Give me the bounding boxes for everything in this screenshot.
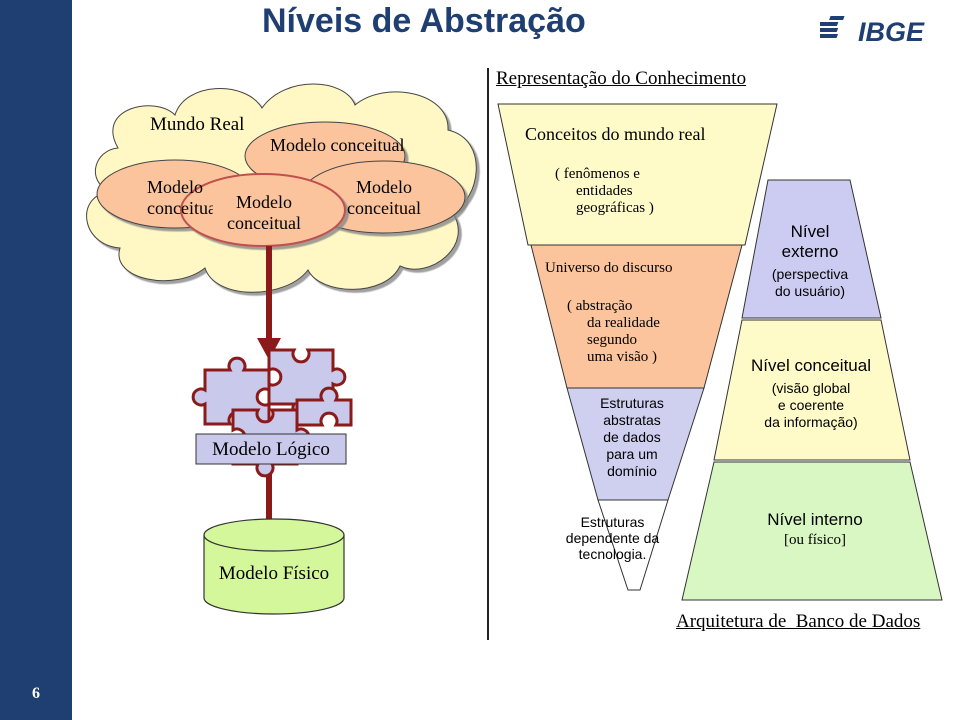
architecture-footer: Arquitetura de Banco de Dados — [676, 611, 921, 632]
concept-ellipse-center — [180, 173, 346, 247]
discourse-universe-label: Universo do discurso — [545, 260, 673, 276]
concept-label-center: Modelo conceitual — [227, 192, 301, 233]
conceptual-level-title: Nível conceitual — [750, 356, 871, 375]
conceptual-level-desc: (visão global e coerente da informação) — [764, 380, 858, 430]
architecture-pyramid — [681, 179, 943, 601]
real-world-label: Mundo Real — [150, 114, 245, 135]
knowledge-funnel — [497, 103, 778, 591]
concept-label-back: Modelo conceitual — [270, 135, 405, 155]
internal-level-desc: [ou físico] — [783, 532, 847, 548]
slide-number: 6 — [32, 685, 40, 702]
ibge-logo: IBGE — [820, 16, 925, 47]
external-level-desc: (perspectiva do usuário) — [771, 266, 849, 299]
internal-level-title: Nível interno — [767, 510, 863, 529]
abstract-structures-desc: Estruturas abstratas de dados para um do… — [600, 395, 664, 479]
concept-label-left: Modelo conceitual — [147, 177, 213, 218]
knowledge-title: Representação do Conhecimento — [496, 68, 747, 89]
discourse-universe-desc: ( abstração da realidade segundo uma vis… — [567, 298, 660, 365]
real-concepts-label: Conceitos do mundo real — [525, 124, 706, 144]
technology-structures-desc: Estruturas dependente da tecnologia. — [565, 514, 660, 562]
database-cylinder-icon — [203, 518, 345, 615]
concept-label-right: Modelo conceitual — [347, 177, 421, 218]
brand-text: IBGE — [858, 17, 925, 47]
logical-model-label: Modelo Lógico — [212, 439, 330, 460]
logical-model-box — [195, 433, 347, 465]
sidebar — [0, 0, 72, 720]
real-concepts-desc: ( fenômenos e entidades geográficas ) — [555, 166, 654, 216]
external-level-title: Nível externo — [781, 222, 839, 261]
physical-model-label: Modelo Físico — [218, 563, 330, 584]
page-title: Níveis de Abstração — [262, 2, 586, 40]
